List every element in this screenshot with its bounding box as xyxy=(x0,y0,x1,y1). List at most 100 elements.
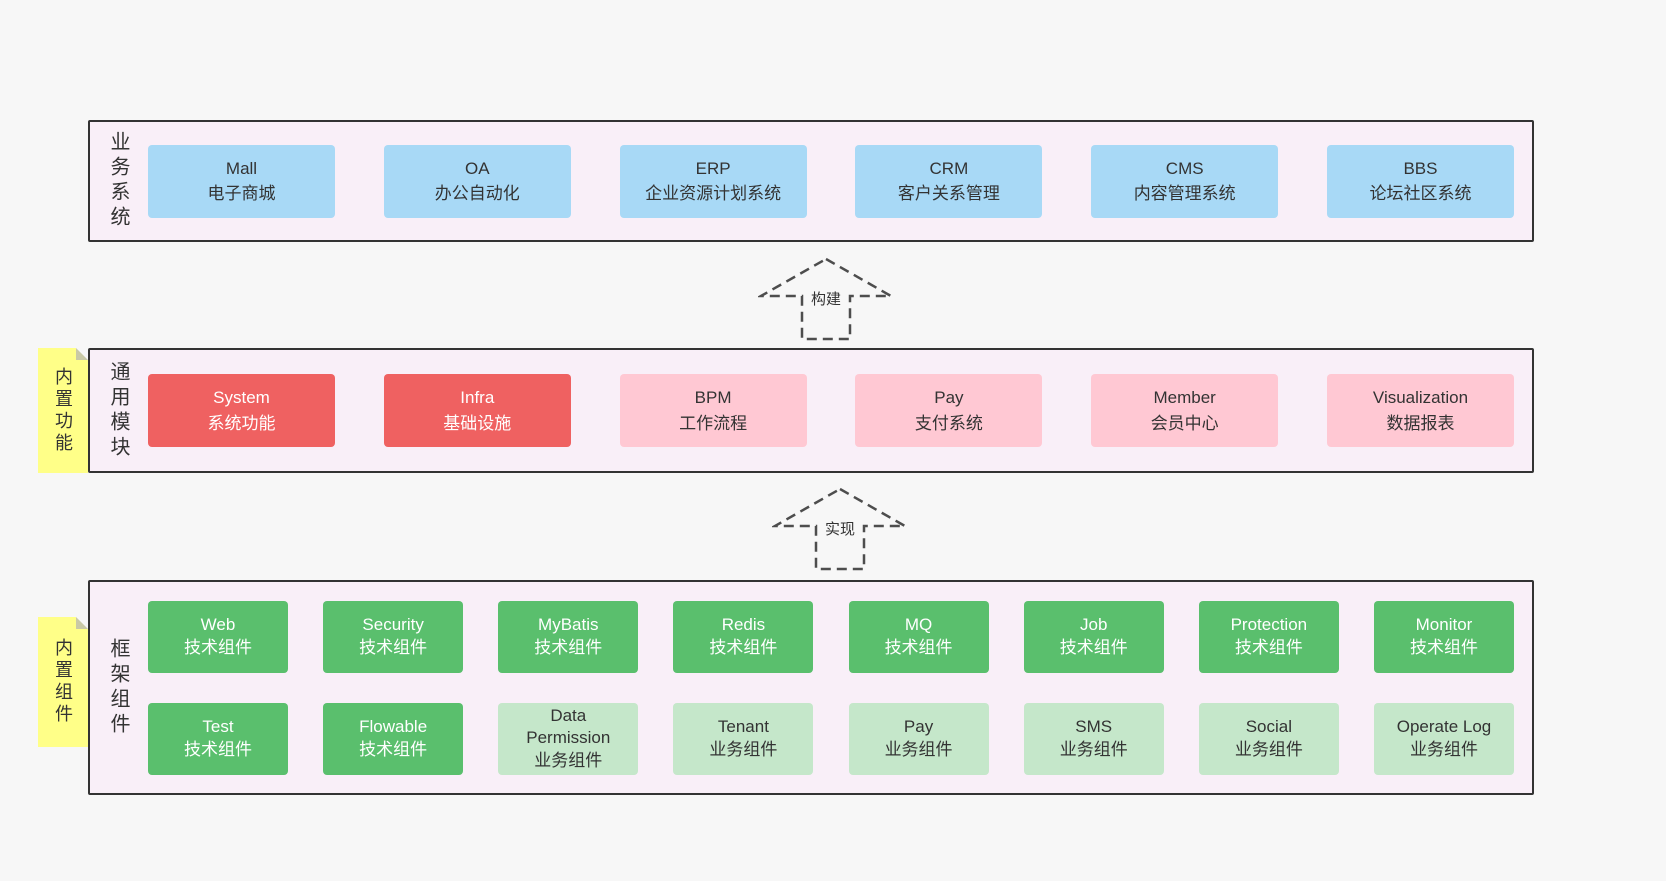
box-subtitle: 技术组件 xyxy=(1059,637,1128,657)
box-subtitle: 数据报表 xyxy=(1386,413,1455,433)
box-title: Protection xyxy=(1230,615,1308,635)
box-subtitle: 基础设施 xyxy=(443,413,512,433)
box-system: System 系统功能 xyxy=(148,374,335,447)
box-title: Job xyxy=(1079,615,1108,635)
box-title: BBS xyxy=(1403,158,1438,178)
box-title: Data Permission xyxy=(526,705,611,748)
sticky-label: 内置功能 xyxy=(53,366,73,455)
box-subtitle: 技术组件 xyxy=(709,637,778,657)
box-subtitle: 业务组件 xyxy=(1409,739,1478,759)
implement-arrow-label: 实现 xyxy=(820,517,860,540)
box-subtitle: 技术组件 xyxy=(359,739,428,759)
box-bpm: BPM 工作流程 xyxy=(619,374,807,447)
box-title: Web xyxy=(200,615,236,635)
box-subtitle: 工作流程 xyxy=(679,413,748,433)
box-title: BPM xyxy=(694,388,732,407)
box-title: Tenant xyxy=(717,717,769,737)
box-subtitle: 业务组件 xyxy=(1059,739,1128,759)
box-title: Visualization xyxy=(1372,388,1469,407)
box-title: Test xyxy=(202,717,234,737)
box-subtitle: 技术组件 xyxy=(359,637,428,657)
box-subtitle: 业务组件 xyxy=(709,739,778,759)
box-pay: Pay 支付系统 xyxy=(855,374,1043,447)
box-subtitle: 业务组件 xyxy=(534,750,603,770)
box-subtitle: 技术组件 xyxy=(184,637,252,657)
box-subtitle: 支付系统 xyxy=(914,413,983,433)
box-title: CMS xyxy=(1165,158,1204,178)
implement-arrow: 实现 xyxy=(772,486,908,572)
box-title: MyBatis xyxy=(538,615,599,635)
panel-common-modules: 通用模块 System 系统功能 Infra 基础设施 BPM 工作流程 Pay 支付系统 Me… xyxy=(88,348,1534,473)
box-subtitle: 技术组件 xyxy=(884,637,953,657)
box-mall: Mall 电子商城 xyxy=(148,144,335,218)
sticky-label: 内置组件 xyxy=(53,638,73,726)
panel-side-label: 通用模块 xyxy=(107,360,129,461)
box-title: Pay xyxy=(934,388,964,407)
sticky-note-builtin-functions: 内置功能 xyxy=(38,348,88,473)
panel-side-label: 业务系统 xyxy=(107,131,129,231)
sticky-note-builtin-components: 内置组件 xyxy=(38,617,88,747)
box-title: Security xyxy=(362,615,424,635)
dashed-up-arrow-icon xyxy=(772,487,908,571)
box-visualization: Visualization 数据报表 xyxy=(1326,374,1514,447)
box-title: SMS xyxy=(1075,717,1113,737)
box-cms: CMS 内容管理系统 xyxy=(1091,144,1279,218)
box-title: Social xyxy=(1245,717,1292,737)
box-infra: Infra 基础设施 xyxy=(383,374,571,447)
box-title: Monitor xyxy=(1415,615,1473,635)
box-title: Operate Log xyxy=(1396,717,1492,737)
box-title: ERP xyxy=(695,158,731,178)
box-title: Infra xyxy=(460,388,495,407)
box-subtitle: 电子商城 xyxy=(207,184,276,203)
box-title: Pay xyxy=(903,717,934,737)
box-subtitle: 技术组件 xyxy=(1409,637,1478,657)
box-subtitle: 技术组件 xyxy=(1234,637,1303,657)
box-subtitle: 办公自动化 xyxy=(434,184,520,203)
dashed-up-arrow-icon xyxy=(758,257,894,341)
box-subtitle: 内容管理系统 xyxy=(1133,184,1236,203)
box-subtitle: 系统功能 xyxy=(207,413,276,433)
box-subtitle: 论坛社区系统 xyxy=(1369,184,1472,203)
box-title: Member xyxy=(1153,388,1216,407)
box-title: Flowable xyxy=(359,717,428,737)
box-title: CRM xyxy=(929,158,969,178)
box-subtitle: 业务组件 xyxy=(884,739,953,759)
box-title: OA xyxy=(465,158,490,178)
box-subtitle: 技术组件 xyxy=(184,739,252,759)
box-title: Mall xyxy=(225,158,258,178)
box-oa: OA 办公自动化 xyxy=(383,144,571,218)
build-arrow-label: 构建 xyxy=(806,287,846,310)
box-subtitle: 技术组件 xyxy=(534,637,603,657)
panel-side-label: 框架组件 xyxy=(107,637,129,738)
build-arrow: 构建 xyxy=(758,256,894,342)
box-title: System xyxy=(213,388,270,407)
